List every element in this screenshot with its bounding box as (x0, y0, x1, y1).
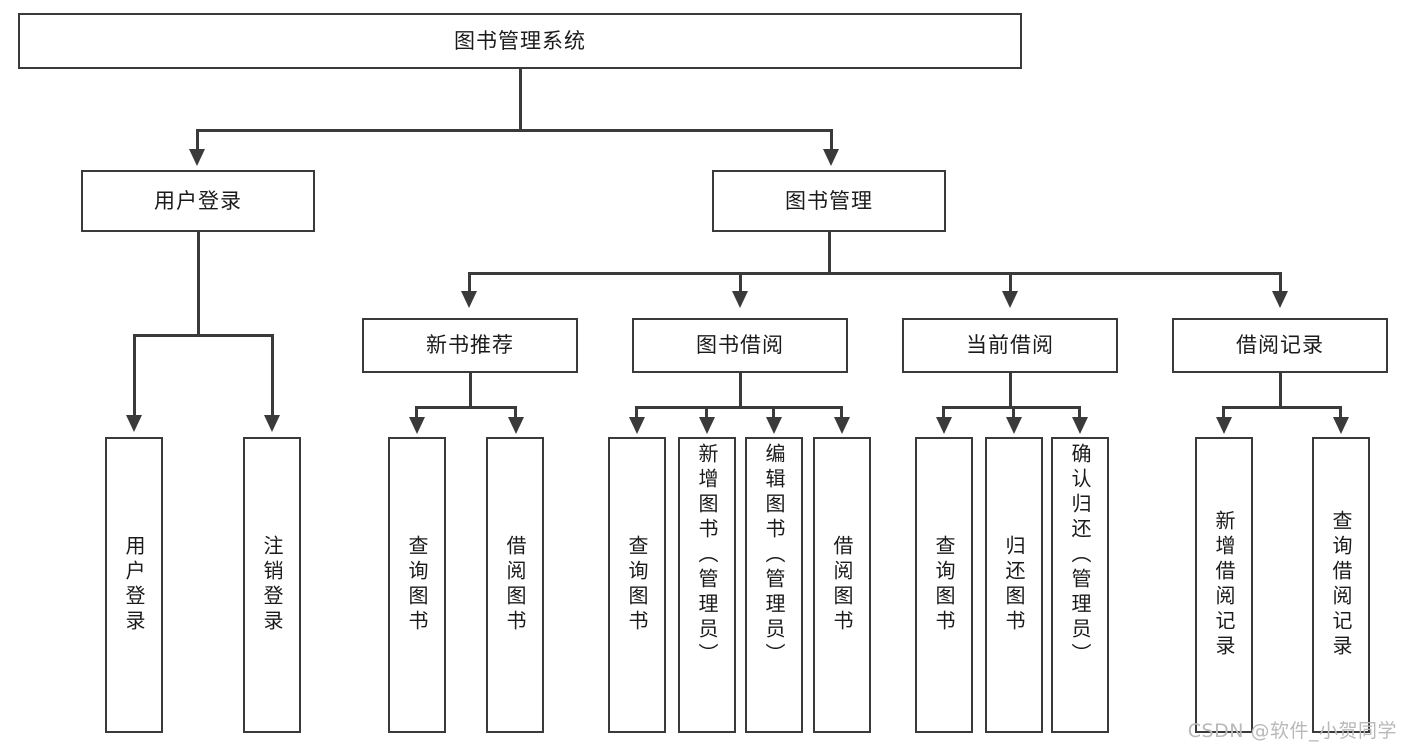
connector-bookborrow-drop-3 (772, 406, 775, 418)
node-label: 新增借阅记录 (1212, 510, 1236, 660)
node-current-borrow[interactable]: 当前借阅 (902, 318, 1118, 373)
leaf-confirm-return-admin[interactable]: 确认归还（管理员） (1051, 437, 1109, 733)
leaf-query-book-current[interactable]: 查询图书 (915, 437, 973, 733)
connector-currentborrow-bus (942, 406, 1080, 409)
connector-userlogin-stem (197, 232, 200, 336)
connector-newbook-bus (415, 406, 516, 409)
node-label: 查询图书 (405, 535, 429, 635)
node-user-login[interactable]: 用户登录 (81, 170, 315, 232)
connector-level2-drop-manage (830, 129, 833, 150)
connector-level2-drop-login (196, 129, 199, 150)
connector-userlogin-bus (133, 334, 273, 337)
leaf-return-book[interactable]: 归还图书 (985, 437, 1043, 733)
node-label: 查询图书 (932, 535, 956, 635)
arrow-to-leaf-query-book-2 (629, 417, 645, 434)
connector-root-stem (519, 69, 522, 131)
connector-level3-drop-2 (739, 272, 742, 292)
connector-borrowrecord-stem (1279, 373, 1282, 408)
arrow-to-new-book-recommend (461, 291, 477, 308)
connector-level3-drop-4 (1279, 272, 1282, 292)
arrow-to-user-login (189, 149, 205, 166)
arrow-to-leaf-confirm-return (1072, 417, 1088, 434)
node-label: 新增图书（管理员） (695, 443, 719, 668)
arrow-to-leaf-user-login (126, 415, 142, 432)
node-book-management[interactable]: 图书管理 (712, 170, 946, 232)
arrow-to-leaf-logout (264, 415, 280, 432)
connector-bookborrow-drop-1 (635, 406, 638, 418)
connector-currentborrow-drop-3 (1078, 406, 1081, 418)
node-label: 用户登录 (154, 188, 242, 213)
node-root-system[interactable]: 图书管理系统 (18, 13, 1022, 69)
leaf-query-borrow-record[interactable]: 查询借阅记录 (1312, 437, 1370, 733)
node-label: 图书管理 (785, 188, 873, 213)
arrow-to-leaf-edit-book (766, 417, 782, 434)
arrow-to-borrow-record (1272, 291, 1288, 308)
connector-bookborrow-drop-2 (705, 406, 708, 418)
connector-level3-drop-1 (468, 272, 471, 292)
connector-newbook-stem (469, 373, 472, 408)
arrow-to-leaf-query-book-3 (936, 417, 952, 434)
arrow-to-book-borrow (732, 291, 748, 308)
leaf-borrow-book-newbook[interactable]: 借阅图书 (486, 437, 544, 733)
node-label: 查询借阅记录 (1329, 510, 1353, 660)
connector-bookborrow-drop-4 (840, 406, 843, 418)
node-label: 注销登录 (260, 535, 284, 635)
node-label: 确认归还（管理员） (1068, 443, 1092, 668)
connector-level2-bus (196, 129, 833, 132)
leaf-add-borrow-record[interactable]: 新增借阅记录 (1195, 437, 1253, 733)
connector-bookmgmt-stem (828, 232, 831, 274)
arrow-to-leaf-borrow-book-2 (834, 417, 850, 434)
connector-userlogin-drop-1 (133, 334, 136, 416)
connector-userlogin-drop-2 (271, 334, 274, 416)
arrow-to-current-borrow (1002, 291, 1018, 308)
node-book-borrow[interactable]: 图书借阅 (632, 318, 848, 373)
node-label: 借阅图书 (830, 535, 854, 635)
arrow-to-leaf-query-borrow-record (1333, 417, 1349, 434)
leaf-edit-book-admin[interactable]: 编辑图书（管理员） (745, 437, 803, 733)
arrow-to-leaf-add-book (699, 417, 715, 434)
arrow-to-book-manage (823, 149, 839, 166)
leaf-borrow-book-borrow[interactable]: 借阅图书 (813, 437, 871, 733)
leaf-query-book-borrow[interactable]: 查询图书 (608, 437, 666, 733)
connector-level3-drop-3 (1009, 272, 1012, 292)
node-borrow-record[interactable]: 借阅记录 (1172, 318, 1388, 373)
connector-currentborrow-drop-1 (942, 406, 945, 418)
leaf-logout[interactable]: 注销登录 (243, 437, 301, 733)
node-label: 归还图书 (1002, 535, 1026, 635)
connector-borrowrecord-bus (1222, 406, 1341, 409)
arrow-to-leaf-borrow-book-1 (508, 417, 524, 434)
connector-bookborrow-bus (635, 406, 843, 409)
connector-level3-bus (468, 272, 1282, 275)
connector-borrowrecord-drop-2 (1339, 406, 1342, 418)
node-label: 图书管理系统 (454, 28, 586, 53)
connector-bookborrow-stem (739, 373, 742, 408)
leaf-user-login[interactable]: 用户登录 (105, 437, 163, 733)
node-label: 借阅图书 (503, 535, 527, 635)
leaf-query-book-newbook[interactable]: 查询图书 (388, 437, 446, 733)
connector-borrowrecord-drop-1 (1222, 406, 1225, 418)
node-label: 查询图书 (625, 535, 649, 635)
arrow-to-leaf-query-book-1 (409, 417, 425, 434)
node-label: 用户登录 (122, 535, 146, 635)
node-label: 图书借阅 (696, 333, 784, 358)
connector-currentborrow-drop-2 (1012, 406, 1015, 418)
connector-currentborrow-stem (1009, 373, 1012, 408)
node-label: 新书推荐 (426, 333, 514, 358)
node-label: 当前借阅 (966, 333, 1054, 358)
leaf-add-book-admin[interactable]: 新增图书（管理员） (678, 437, 736, 733)
arrow-to-leaf-return-book (1006, 417, 1022, 434)
node-label: 编辑图书（管理员） (762, 443, 786, 668)
arrow-to-leaf-add-borrow-record (1216, 417, 1232, 434)
node-label: 借阅记录 (1236, 333, 1324, 358)
connector-newbook-drop-2 (514, 406, 517, 418)
connector-newbook-drop-1 (415, 406, 418, 418)
node-new-book-recommend[interactable]: 新书推荐 (362, 318, 578, 373)
